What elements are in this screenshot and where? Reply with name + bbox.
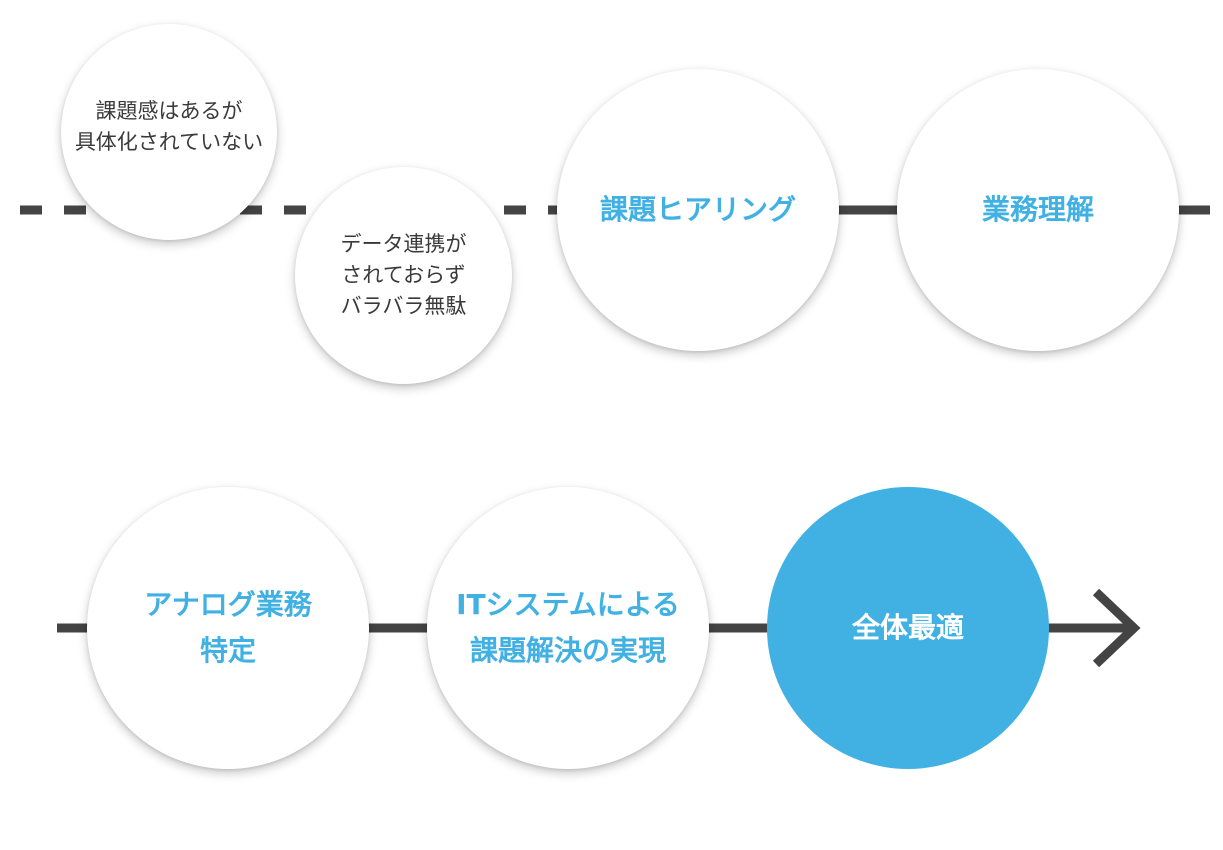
step-business-understanding: 業務理解 bbox=[897, 69, 1179, 351]
step-total-optimization: 全体最適 bbox=[767, 487, 1049, 769]
step-label: 業務理解 bbox=[981, 193, 1094, 226]
step-label: 全体最適 bbox=[851, 611, 964, 644]
arrowhead-icon bbox=[1092, 588, 1141, 668]
step-it-solution: ITシステムによる 課題解決の実現 bbox=[427, 487, 709, 769]
step-problem-vague: 課題感はあるが 具体化されていない bbox=[61, 24, 277, 240]
step-label: ITシステムによる 課題解決の実現 bbox=[456, 588, 680, 667]
step-analog-identification: アナログ業務 特定 bbox=[87, 487, 369, 769]
step-label: アナログ業務 特定 bbox=[144, 588, 312, 667]
step-label: データ連携が されておらず バラバラ無駄 bbox=[340, 232, 467, 318]
step-label: 課題ヒアリング bbox=[599, 193, 796, 226]
step-label: 課題感はあるが 具体化されていない bbox=[74, 99, 264, 154]
step-hearing: 課題ヒアリング bbox=[557, 69, 839, 351]
step-data-disconnected: データ連携が されておらず バラバラ無駄 bbox=[295, 167, 512, 384]
